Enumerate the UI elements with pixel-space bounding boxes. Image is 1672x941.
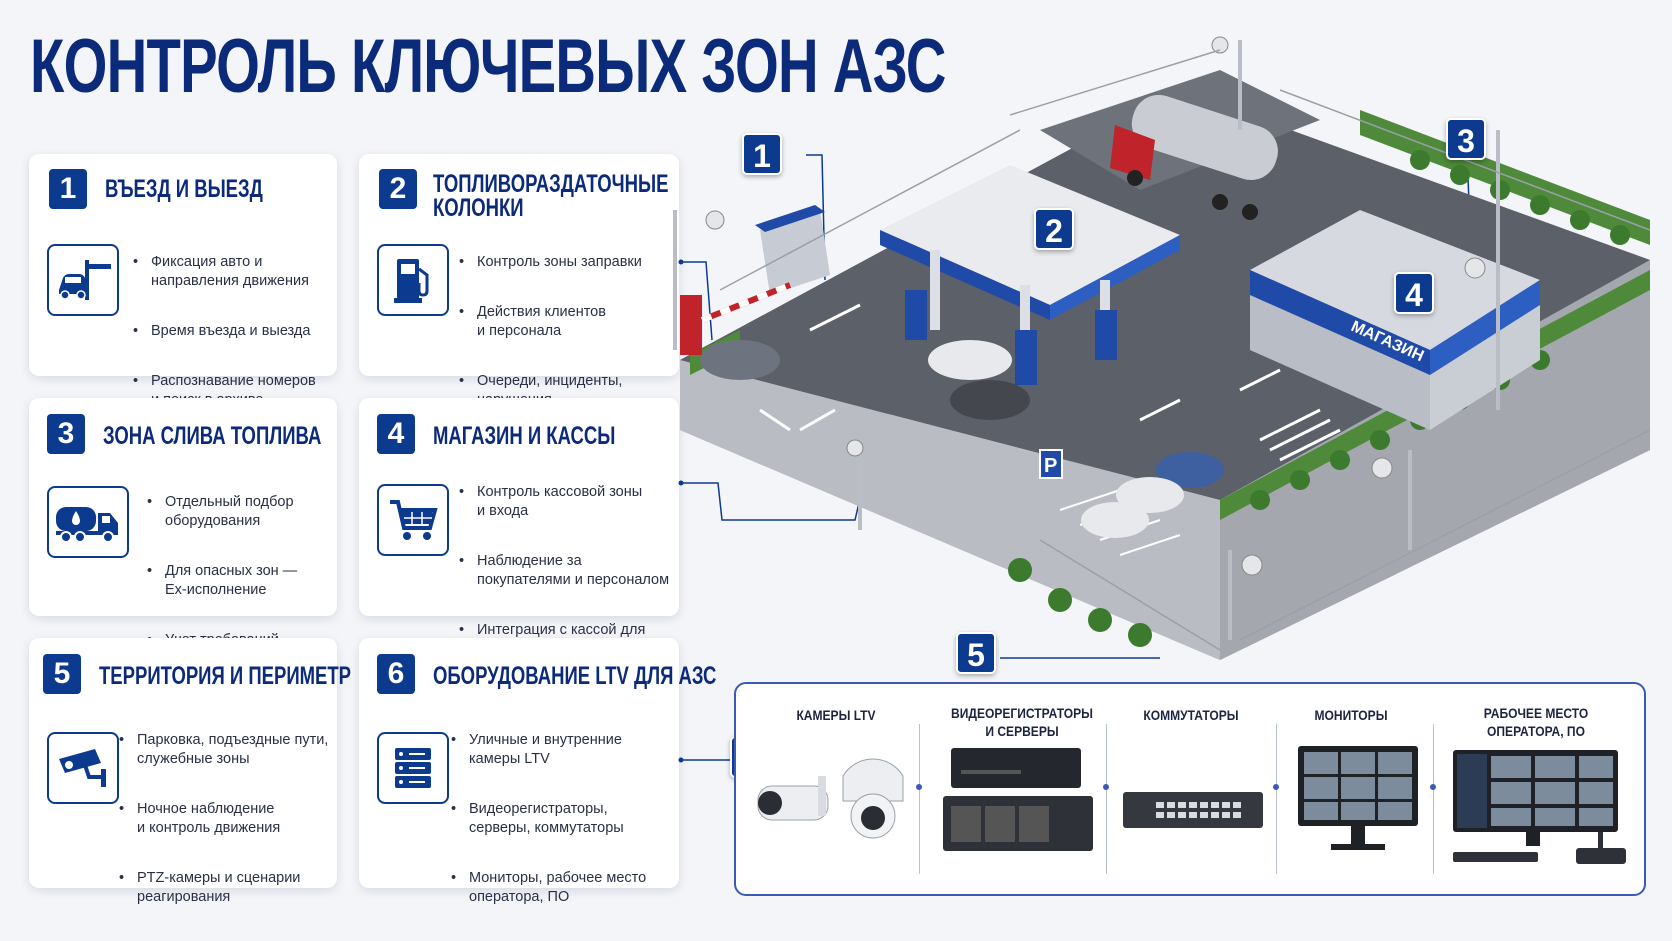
card-title: ОБОРУДОВАНИЕ LTV ДЛЯ АЗС (433, 662, 717, 690)
card-bullets: Парковка, подъездные пути, служебные зон… (119, 712, 334, 938)
card-entry-exit: 1 ВЪЕЗД И ВЫЕЗД Фиксация авто и направле… (29, 154, 337, 408)
equipment-label: РАБОЧЕЕ МЕСТО ОПЕРАТОРА, ПО (1483, 705, 1589, 739)
card-fuel-discharge: 3 ЗОНА СЛИВА ТОПЛИВА Отдельный подбор об… (29, 398, 337, 667)
card-territory-perimeter: 5 ТЕРРИТОРИЯ И ПЕРИМЕТР Парковка, подъез… (29, 638, 351, 905)
card-shop-cash: 4 МАГАЗИН И КАССЫ Контроль кассовой зоны… (359, 398, 679, 657)
bullet-item: Уличные и внутренние камеры LTV (451, 731, 676, 769)
gas-station-scene: МАГАЗИН P (673, 36, 1651, 660)
card-number: 3 (47, 414, 85, 454)
fuel-truck (1110, 94, 1278, 220)
zone-badge-3: 3 (1446, 118, 1486, 160)
zone-badge-1: 1 (742, 133, 782, 175)
bullet-item: Парковка, подъездные пути, служебные зон… (119, 731, 334, 769)
zone-badge-5: 5 (956, 632, 996, 674)
connector-dot (1273, 784, 1279, 790)
card-number: 4 (377, 414, 415, 454)
bullet-item: Отдельный подбор оборудования (147, 493, 332, 531)
equipment-label: КОММУТАТОРЫ (1143, 707, 1239, 723)
zone-badge-2: 2 (1034, 208, 1074, 250)
card-number: 5 (43, 654, 81, 694)
bullet-item: Наблюдение за покупателями и персоналом (459, 552, 679, 590)
fuel-pump-icon (377, 244, 449, 316)
equipment-label: МОНИТОРЫ (1314, 707, 1388, 723)
bullet-item: Мониторы, рабочее место оператора, ПО (451, 869, 676, 907)
bullet-item: PTZ-камеры и сценарии реагирования (119, 869, 334, 907)
connector-dot (916, 784, 922, 790)
connector-dot (1103, 784, 1109, 790)
operator-workstation-icon (1453, 750, 1626, 864)
fuel-truck-icon (47, 486, 129, 558)
card-bullets: Уличные и внутренние камеры LTV Видеорег… (451, 712, 676, 938)
bullet-item: Для опасных зон — Ex-исполнение (147, 562, 332, 600)
equipment-panel: КАМЕРЫ LTV ВИДЕОРЕГИСТРАТОРЫ И СЕРВЕРЫ К… (734, 682, 1646, 896)
divider (1106, 724, 1107, 874)
server-rack-icon (377, 732, 449, 804)
ltv-cameras-icon (757, 758, 904, 839)
car-barrier-icon (47, 244, 119, 316)
cctv-camera-icon (47, 732, 119, 804)
shopping-cart-icon (377, 484, 449, 556)
equipment-label: ВИДЕОРЕГИСТРАТОРЫ И СЕРВЕРЫ (951, 705, 1093, 739)
divider (919, 724, 920, 874)
equipment-label: КАМЕРЫ LTV (796, 707, 876, 723)
monitor-icon (1298, 746, 1418, 850)
card-number: 1 (49, 169, 87, 209)
card-title: МАГАЗИН И КАССЫ (433, 422, 616, 450)
parking-sign: P (1044, 455, 1057, 477)
bullet-item: Контроль зоны заправки (459, 253, 674, 272)
card-ltv-equipment: 6 ОБОРУДОВАНИЕ LTV ДЛЯ АЗС Уличные и вну… (359, 638, 716, 905)
bullet-item: Фиксация авто и направления движения (133, 253, 333, 291)
bullet-item: Ночное наблюдение и контроль движения (119, 800, 334, 838)
connector-dot (1430, 784, 1436, 790)
card-title: ВЪЕЗД И ВЫЕЗД (105, 175, 263, 203)
card-title: ТОПЛИВОРАЗДАТОЧНЫЕ КОЛОНКИ (433, 170, 669, 222)
network-switch-icon (1123, 792, 1263, 828)
bullet-item: Видеорегистраторы, серверы, коммутаторы (451, 800, 676, 838)
page-title: КОНТРОЛЬ КЛЮЧЕВЫХ ЗОН АЗС (30, 24, 946, 109)
card-title: ЗОНА СЛИВА ТОПЛИВА (103, 422, 322, 450)
divider (1276, 724, 1277, 874)
card-title: ТЕРРИТОРИЯ И ПЕРИМЕТР (99, 662, 352, 690)
divider (1433, 724, 1434, 874)
zone-badge-4: 4 (1394, 272, 1434, 314)
bullet-item: Действия клиентов и персонала (459, 303, 674, 341)
card-number: 6 (377, 654, 415, 694)
bullet-item: Время въезда и выезда (133, 322, 333, 341)
nvr-server-icon (943, 748, 1093, 851)
card-number: 2 (379, 169, 417, 209)
bullet-item: Контроль кассовой зоны и входа (459, 483, 679, 521)
